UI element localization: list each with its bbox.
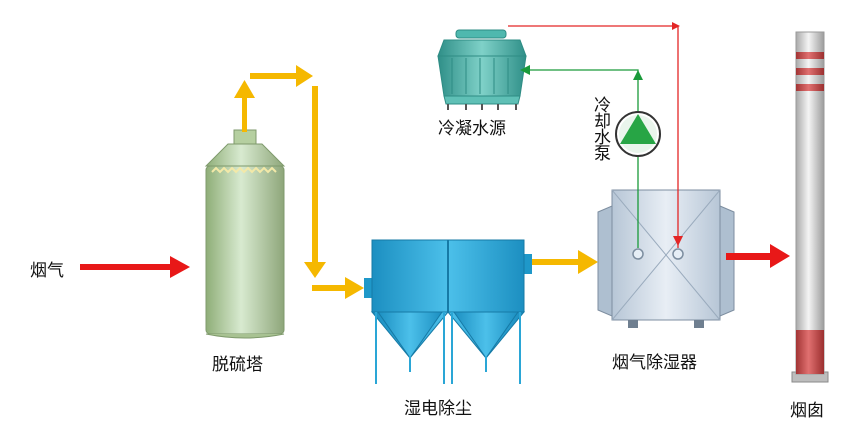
cooling-water-pump-icon	[615, 111, 661, 157]
chimney-label: 烟囱	[790, 401, 824, 421]
flue-gas-inlet-label: 烟气	[30, 261, 64, 281]
hot-water-arrowhead	[673, 236, 683, 246]
gas-flow-tower-to-esp	[234, 65, 364, 299]
hot-water-arrowhead-top	[672, 22, 680, 30]
flue-gas-inlet-arrow	[80, 256, 190, 278]
cold-water-arrowhead	[520, 65, 530, 75]
gas-flow-to-chimney	[726, 244, 790, 268]
gas-flow-esp-to-dehumidifier	[532, 250, 598, 274]
desulfurization-tower	[204, 129, 286, 339]
wet-esp-unit	[364, 239, 532, 384]
condensing-water-source-label: 冷凝水源	[438, 119, 506, 139]
cooling-water-pump-label: 冷却水泵	[590, 96, 610, 160]
wet-esp-label: 湿电除尘	[404, 399, 472, 419]
chimney	[791, 31, 829, 383]
flue-gas-dehumidifier-label: 烟气除湿器	[612, 353, 697, 373]
cooling-tower	[437, 29, 527, 110]
desulfurization-tower-label: 脱硫塔	[212, 355, 263, 375]
flue-gas-dehumidifier	[597, 189, 735, 328]
cold-water-arrowhead-up	[633, 70, 643, 80]
tower-chevron-band	[211, 166, 277, 174]
